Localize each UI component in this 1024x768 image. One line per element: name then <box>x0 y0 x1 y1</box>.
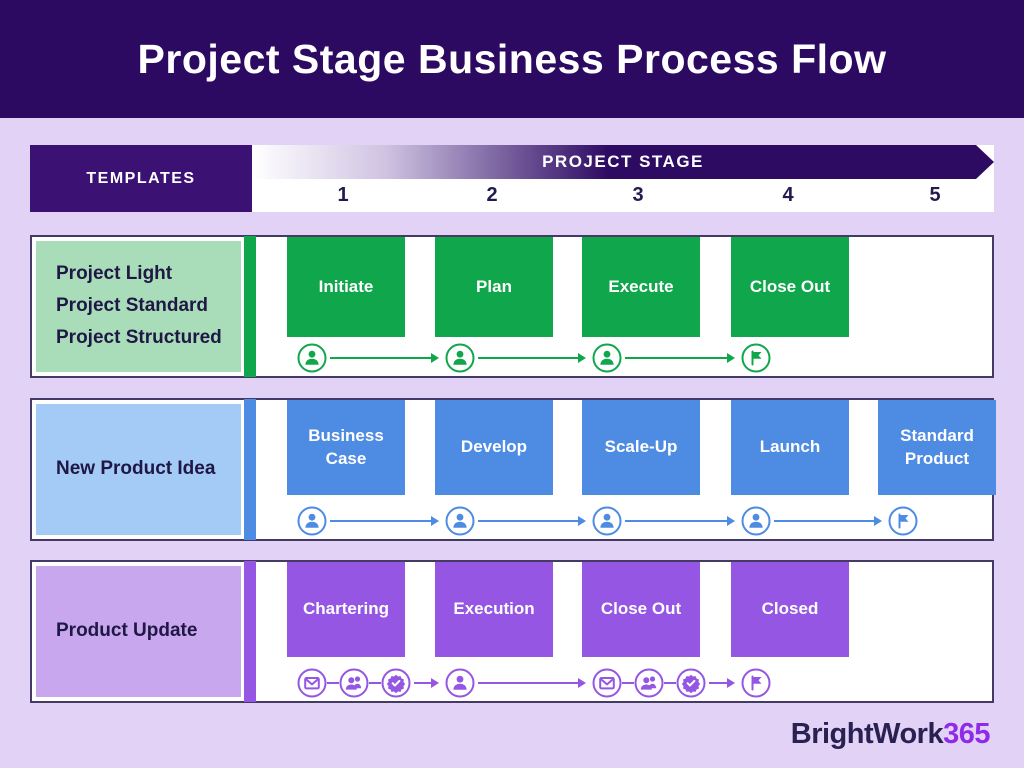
stage-number-4: 4 <box>782 184 794 206</box>
person-icon <box>741 506 771 536</box>
mail-icon <box>592 668 622 698</box>
person-icon <box>592 343 622 373</box>
person-icon <box>297 343 327 373</box>
stage-box-business-case: Business Case <box>287 400 405 495</box>
stage-box-close-out: Close Out <box>582 562 700 657</box>
stage-box-plan: Plan <box>435 237 553 337</box>
stage-number-1: 1 <box>337 184 349 206</box>
project-stage-label: PROJECT STAGE <box>542 152 704 171</box>
row-label-line: Project Structured <box>56 326 222 348</box>
flow-arrow <box>774 516 882 526</box>
mail-icon <box>297 668 327 698</box>
stage-box-initiate: Initiate <box>287 237 405 337</box>
person-icon <box>592 506 622 536</box>
stage-number-track: 1 2 3 4 5 <box>30 179 994 212</box>
row-accent-bar <box>244 561 256 702</box>
flow-arrow <box>414 678 439 688</box>
flow-arrow <box>478 516 586 526</box>
row-label-line: Product Update <box>56 620 198 642</box>
row-label-product-update: Product Update <box>36 566 241 697</box>
row-accent-bar <box>244 236 256 377</box>
stage-number-2: 2 <box>486 184 498 206</box>
flow-arrow <box>330 516 439 526</box>
stage-number-5: 5 <box>929 184 941 206</box>
flow-arrow <box>330 353 439 363</box>
icon-track <box>32 504 992 538</box>
people-icon <box>339 668 369 698</box>
templates-label: TEMPLATES <box>86 169 196 187</box>
flow-arrow <box>625 516 735 526</box>
icon-connector-line <box>327 682 339 684</box>
process-row-new-product-idea: New Product Idea Business Case Develop S… <box>30 398 996 541</box>
icon-connector-line <box>369 682 381 684</box>
stage-box-develop: Develop <box>435 400 553 495</box>
flow-arrow <box>625 353 735 363</box>
flow-arrow <box>478 678 586 688</box>
badge-check-icon <box>676 668 706 698</box>
flag-icon <box>741 668 771 698</box>
logo-suffix-text: 365 <box>943 718 990 750</box>
flag-icon <box>741 343 771 373</box>
icon-track <box>32 341 992 375</box>
flow-arrow <box>478 353 586 363</box>
stage-box-execute: Execute <box>582 237 700 337</box>
stage-box-launch: Launch <box>731 400 849 495</box>
stage-box-closed: Closed <box>731 562 849 657</box>
logo-brand-text: BrightWork <box>790 718 944 750</box>
badge-check-icon <box>381 668 411 698</box>
person-icon <box>297 506 327 536</box>
row-label-line: Project Standard <box>56 295 209 317</box>
row-label-line: New Product Idea <box>56 458 216 480</box>
stage-header-row: TEMPLATES PROJECT STAGE 1 2 3 4 5 <box>30 145 994 212</box>
stage-box-scale-up: Scale-Up <box>582 400 700 495</box>
stage-box-close-out: Close Out <box>731 237 849 337</box>
stage-number-3: 3 <box>632 184 644 206</box>
process-row-project-templates: Project Light Project Standard Project S… <box>30 235 994 378</box>
person-icon <box>445 343 475 373</box>
templates-header: TEMPLATES <box>30 145 252 212</box>
flag-icon <box>888 506 918 536</box>
person-icon <box>445 506 475 536</box>
stage-box-execution: Execution <box>435 562 553 657</box>
brightwork365-logo: BrightWork365 <box>790 718 991 751</box>
row-label-new-product-idea: New Product Idea <box>36 404 241 535</box>
icon-track <box>32 666 992 700</box>
page-title: Project Stage Business Process Flow <box>137 35 887 82</box>
row-accent-bar <box>244 399 256 540</box>
flow-arrow <box>709 678 735 688</box>
process-row-product-update: Product Update Chartering Execution Clos… <box>30 560 994 703</box>
icon-connector-line <box>622 682 634 684</box>
people-icon <box>634 668 664 698</box>
icon-connector-line <box>664 682 676 684</box>
row-label-line: Project Light <box>56 263 173 285</box>
person-icon <box>445 668 475 698</box>
title-band: Project Stage Business Process Flow <box>0 0 1024 118</box>
project-stage-gradient-arrow: PROJECT STAGE <box>252 145 994 179</box>
stage-box-standard-product: Standard Product <box>878 400 996 495</box>
stage-box-chartering: Chartering <box>287 562 405 657</box>
row-label-project-templates: Project Light Project Standard Project S… <box>36 241 241 372</box>
